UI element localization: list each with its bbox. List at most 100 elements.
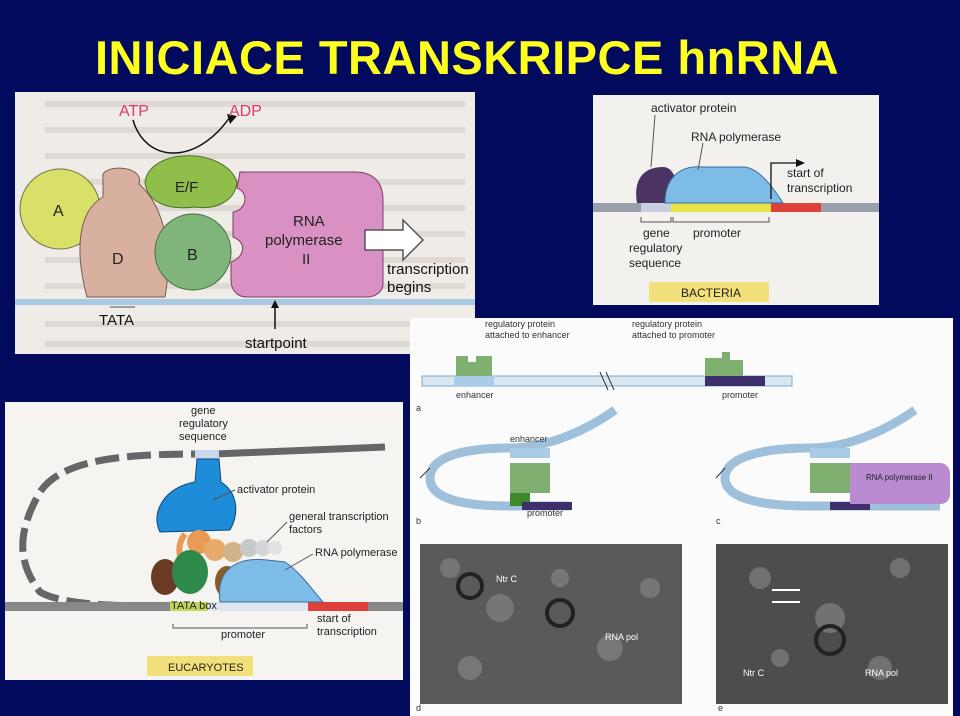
gtf-orange-2 — [204, 539, 226, 561]
startpoint-label: startpoint — [245, 335, 308, 352]
factor-b-label: B — [187, 247, 198, 264]
factor-ef-shape — [144, 155, 238, 209]
gtf-brown-1 — [151, 559, 179, 595]
euc-activator-shape — [156, 458, 237, 533]
panel-enhancer-looping: regulatory protein attached to enhancer … — [410, 318, 953, 716]
label-d: d — [416, 703, 421, 713]
euc-start-line2: transcription — [317, 626, 377, 638]
row-b-promoter-label: promoter — [527, 508, 563, 518]
gtf-pointer — [266, 521, 288, 543]
row-a-promoter-segment — [705, 376, 765, 386]
bact-gene-line3: sequence — [629, 256, 681, 270]
row-c-enhancer-segment — [810, 448, 850, 458]
euc-rnapol-pointer — [284, 553, 314, 571]
row-a-promoter-protein — [705, 352, 743, 376]
bacteria-badge-label: BACTERIA — [681, 286, 741, 300]
euc-rnapol-shape — [218, 559, 325, 603]
row-c-break — [715, 467, 726, 479]
row-b-break — [419, 467, 431, 479]
factor-a-label: A — [53, 203, 64, 220]
slide-title: INICIACE TRANSKRIPCE hnRNA — [95, 31, 840, 84]
em-e-complex-blob — [814, 624, 846, 656]
basal-factors-diagram: ATP ADP A D E/F B RNA polymerase II tran… — [15, 101, 475, 352]
em-e-ntrc-label: Ntr C — [743, 668, 764, 678]
label-a: a — [416, 403, 421, 413]
panel-basal-factors: ATP ADP A D E/F B RNA polymerase II tran… — [15, 92, 475, 354]
euc-start-line1: start of — [317, 613, 352, 625]
tata-label: TATA — [99, 312, 134, 329]
euc-gtf-line1: general transcription — [289, 511, 389, 523]
reg-prom-line1: regulatory protein — [632, 319, 702, 329]
gtf-grey-1 — [240, 539, 258, 557]
euc-promoter-bracket — [172, 624, 308, 629]
bacteria-diagram: activator protein RNA polymerase start o… — [593, 101, 879, 302]
bact-start-line2: transcription — [787, 181, 852, 195]
bact-start-arrow — [770, 162, 798, 199]
euc-activator-pointer — [212, 489, 236, 501]
bact-activator-label: activator protein — [651, 101, 736, 115]
euc-tata-box-label: TATA box — [171, 600, 217, 612]
label-e: e — [718, 703, 723, 713]
euc-gene-line3: sequence — [179, 431, 227, 443]
tx-begins-line2: begins — [387, 279, 431, 296]
row-b-enhancer-protein — [510, 463, 550, 493]
panel-bacteria: activator protein RNA polymerase start o… — [593, 95, 879, 305]
euc-regulatory-segment — [195, 450, 219, 459]
rnapol-pointer — [697, 142, 704, 171]
gtf-grey-2 — [255, 540, 271, 556]
row-b-upper-dna — [509, 406, 618, 453]
row-a-enhancer-label: enhancer — [456, 390, 494, 400]
euc-gene-line1: gene — [191, 405, 215, 417]
reg-enh-line2: attached to enhancer — [485, 330, 570, 340]
bacteria-transcribed-segment — [771, 203, 821, 212]
row-a-break-1 — [599, 371, 609, 391]
euc-gene-line2: regulatory — [179, 418, 228, 430]
em-d-rnapol-blob — [545, 598, 575, 628]
bact-gene-line2: regulatory — [629, 241, 682, 255]
startpoint-arrowhead — [271, 300, 279, 308]
bact-promoter-label: promoter — [693, 226, 741, 240]
row-a-dna — [421, 375, 793, 387]
panel-eucaryotes: gene regulatory sequence activator prote… — [5, 402, 403, 680]
label-b: b — [416, 516, 421, 526]
euc-activator-label: activator protein — [237, 484, 315, 496]
row-c-rna-pol-shape — [850, 463, 950, 504]
regulatory-bracket — [640, 217, 672, 223]
bacteria-badge — [649, 282, 769, 302]
eucaryotes-badge-label: EUCARYOTES — [168, 662, 244, 674]
row-b-loop — [425, 443, 570, 511]
eucaryotes-badge — [147, 656, 253, 676]
bacteria-rnapol-shape — [664, 166, 784, 204]
row-c-rnapol-label: RNA polymerase II — [866, 473, 933, 482]
rnapol-line3: II — [302, 251, 310, 268]
row-a-enhancer-protein — [456, 356, 492, 376]
row-b-enhancer-label: enhancer — [510, 434, 548, 444]
row-b-promoter-segment — [522, 502, 572, 510]
factor-d-label: D — [112, 251, 124, 268]
row-a-break-2 — [605, 371, 615, 391]
euc-tata-segment — [170, 602, 208, 611]
euc-promoter-segment — [208, 602, 308, 611]
rnapol-line2: polymerase — [265, 232, 343, 249]
atp-arc — [132, 116, 231, 154]
gtf-tan — [223, 542, 243, 562]
dna-strand — [15, 299, 475, 305]
gtf-green — [172, 550, 208, 594]
euc-dna-upper — [214, 443, 386, 458]
em-d-ntrc-blob — [456, 572, 484, 600]
bacteria-promoter-segment — [671, 203, 771, 212]
gtf-grey-3 — [268, 541, 282, 555]
bact-start-arrowhead — [796, 159, 805, 167]
bact-rnapol-label: RNA polymerase — [691, 130, 781, 144]
tx-begins-line1: transcription — [387, 261, 469, 278]
promoter-bracket — [672, 217, 770, 223]
reg-enh-line1: regulatory protein — [485, 319, 555, 329]
bact-start-line1: start of — [787, 166, 824, 180]
euc-rnapol-label: RNA polymerase — [315, 547, 398, 559]
em-texture — [440, 558, 910, 680]
em-e-rnapol-label: RNA pol — [865, 668, 898, 678]
euc-transcribed-segment — [308, 602, 368, 611]
em-d-rnapol-label: RNA pol — [605, 632, 638, 642]
reg-prom-line2: attached to promoter — [632, 330, 715, 340]
bacteria-regulatory-segment — [641, 203, 671, 212]
